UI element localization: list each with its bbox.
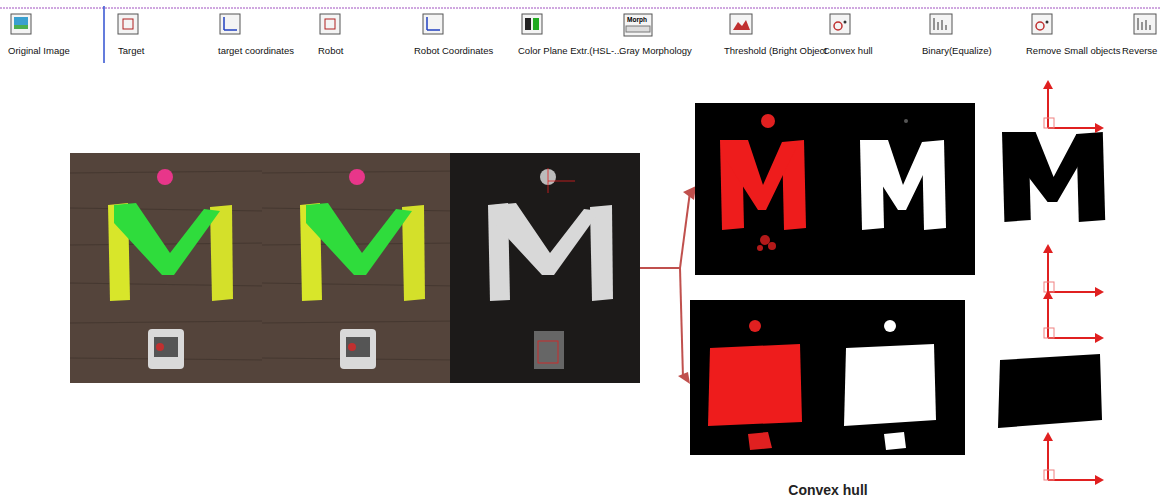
icon-text: Morph [627, 16, 647, 24]
step-label: Reverse [1122, 45, 1157, 57]
step-label: Gray Morphology [619, 45, 692, 57]
step-label: Convex hull [823, 45, 873, 57]
figure-caption: Convex hull [788, 482, 867, 498]
step-label: target coordinates [218, 45, 294, 57]
step-label: Robot Coordinates [414, 45, 493, 57]
step-label: Remove Small objects [1026, 45, 1121, 57]
step-label: Target [118, 45, 144, 57]
step-label: Original Image [8, 45, 70, 57]
step-label: Binary(Equalize) [922, 45, 992, 57]
step-label: Robot [318, 45, 343, 57]
step-label: Color Plane Extr.(HSL-... [518, 45, 622, 57]
step-label: Threshold (Bright Object [724, 45, 827, 57]
